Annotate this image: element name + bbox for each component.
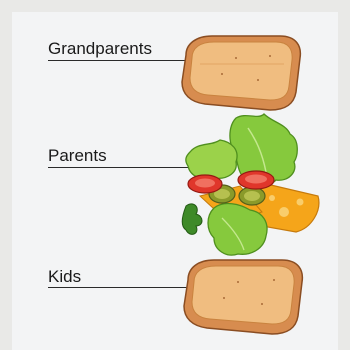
top-bread-slice-icon xyxy=(182,36,300,110)
sandwich-filling-icon xyxy=(182,114,319,255)
bottom-bread-slice-icon xyxy=(184,260,302,334)
